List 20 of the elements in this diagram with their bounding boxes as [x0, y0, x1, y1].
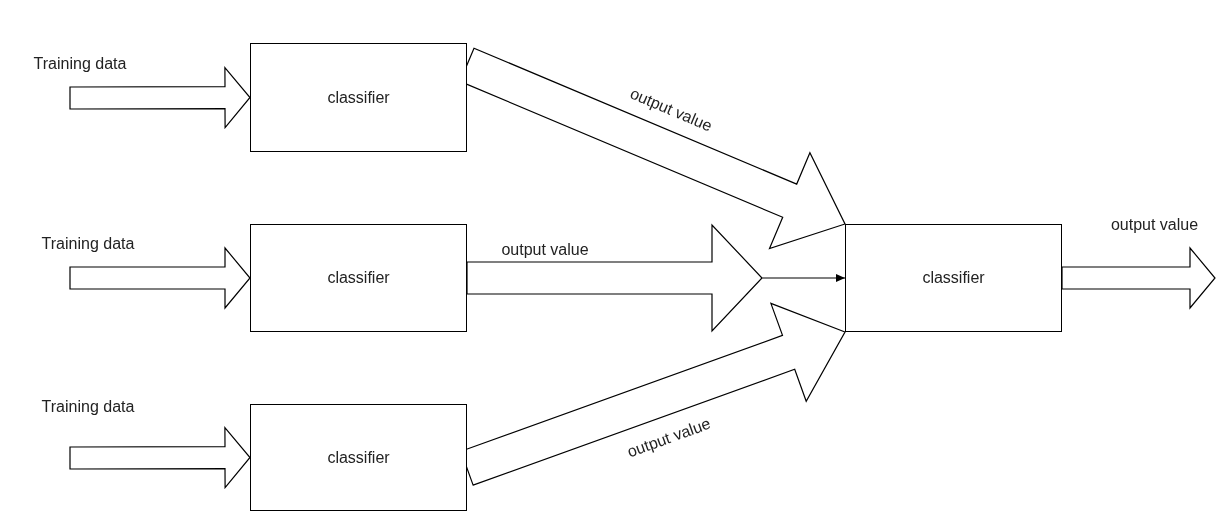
- edge-label: output value: [1110, 216, 1199, 233]
- edge-label: Training data: [33, 55, 127, 72]
- classifier-box: [250, 404, 467, 511]
- block-arrow: [1061, 246, 1216, 310]
- classifier-box: [250, 224, 467, 332]
- block-arrow: [466, 223, 846, 333]
- box-label: classifier: [327, 87, 390, 108]
- classifier-box: [845, 224, 1062, 332]
- box-label: classifier: [327, 447, 390, 468]
- block-arrow: [69, 425, 251, 490]
- block-arrow: [69, 246, 251, 310]
- edge-label: Training data: [41, 398, 135, 415]
- classifier-box: [250, 43, 467, 152]
- block-arrow: [69, 65, 251, 130]
- box-label: classifier: [922, 268, 985, 288]
- edge-label: output value: [501, 241, 589, 258]
- edge-label: Training data: [41, 235, 135, 252]
- edge-label: output value: [627, 84, 715, 135]
- edge-label: output value: [624, 414, 713, 461]
- box-label: classifier: [327, 268, 390, 288]
